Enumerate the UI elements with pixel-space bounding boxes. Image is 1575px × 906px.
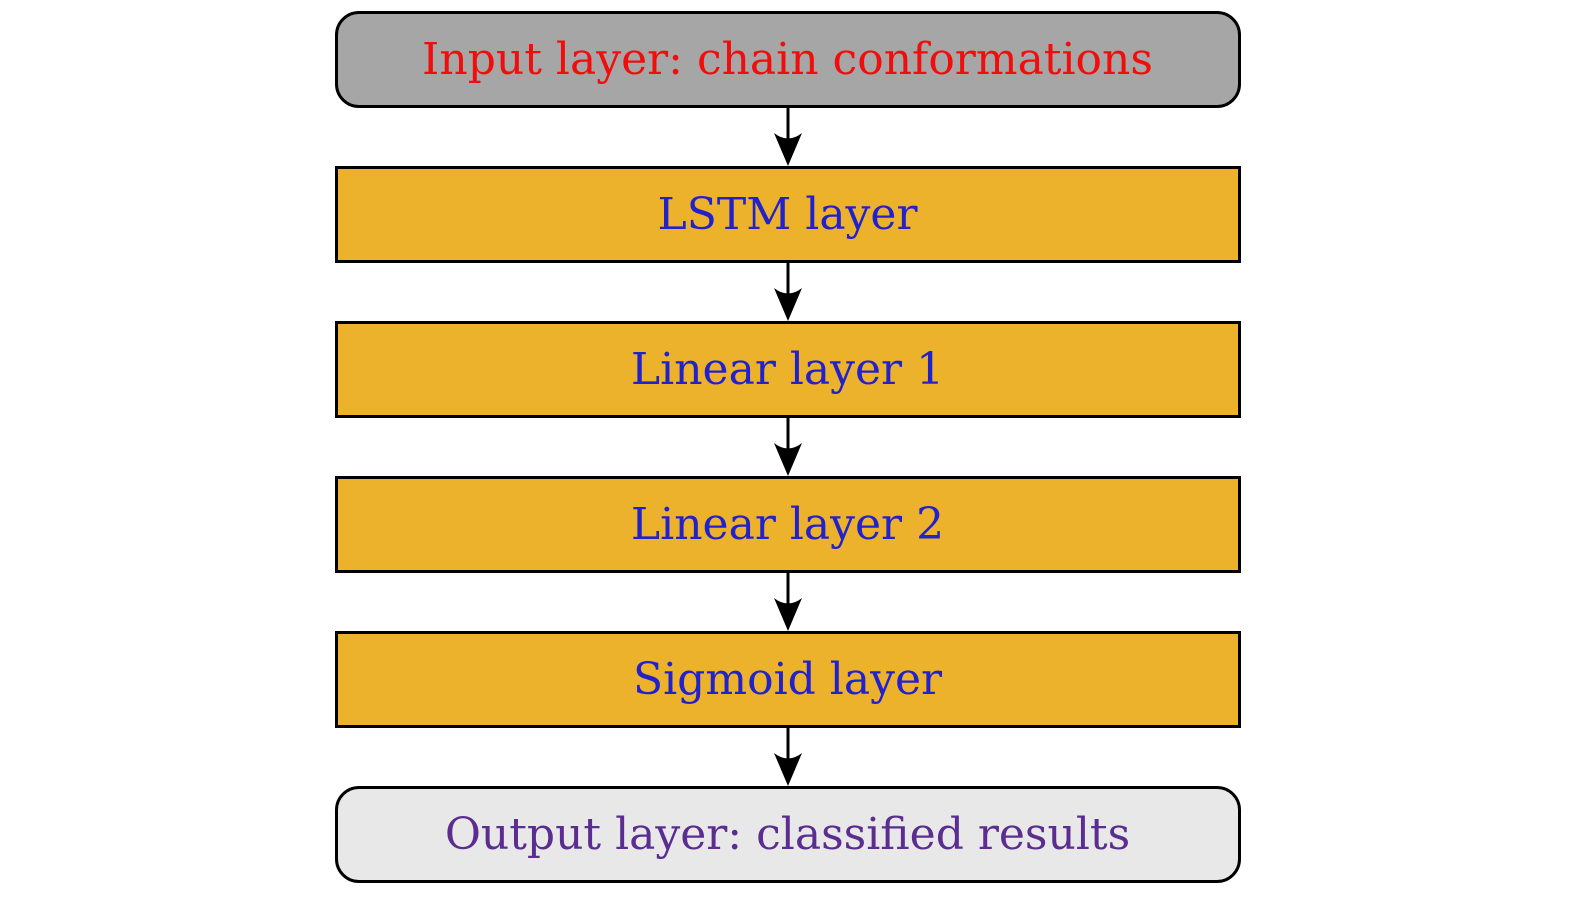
node-linear-layer-2: Linear layer 2 xyxy=(334,476,1241,573)
arrow-down-icon xyxy=(773,728,802,786)
node-input-layer-label: Input layer: chain conformations xyxy=(422,33,1153,85)
node-lstm-layer: LSTM layer xyxy=(334,166,1241,263)
node-output-layer: Output layer: classified results xyxy=(334,786,1241,883)
node-lstm-layer-label: LSTM layer xyxy=(657,188,918,240)
arrow-down-icon xyxy=(773,263,802,321)
node-sigmoid-layer: Sigmoid layer xyxy=(334,631,1241,728)
node-input-layer: Input layer: chain conformations xyxy=(334,11,1241,108)
arrow-down-icon xyxy=(773,108,802,166)
node-linear-layer-1: Linear layer 1 xyxy=(334,321,1241,418)
node-linear-layer-2-label: Linear layer 2 xyxy=(630,498,945,550)
arrow-down-icon xyxy=(773,573,802,631)
arrow-down-icon xyxy=(773,418,802,476)
node-sigmoid-layer-label: Sigmoid layer xyxy=(632,653,943,705)
flowchart: Input layer: chain conformations LSTM la… xyxy=(334,11,1241,883)
node-output-layer-label: Output layer: classified results xyxy=(444,808,1131,860)
node-linear-layer-1-label: Linear layer 1 xyxy=(630,343,945,395)
